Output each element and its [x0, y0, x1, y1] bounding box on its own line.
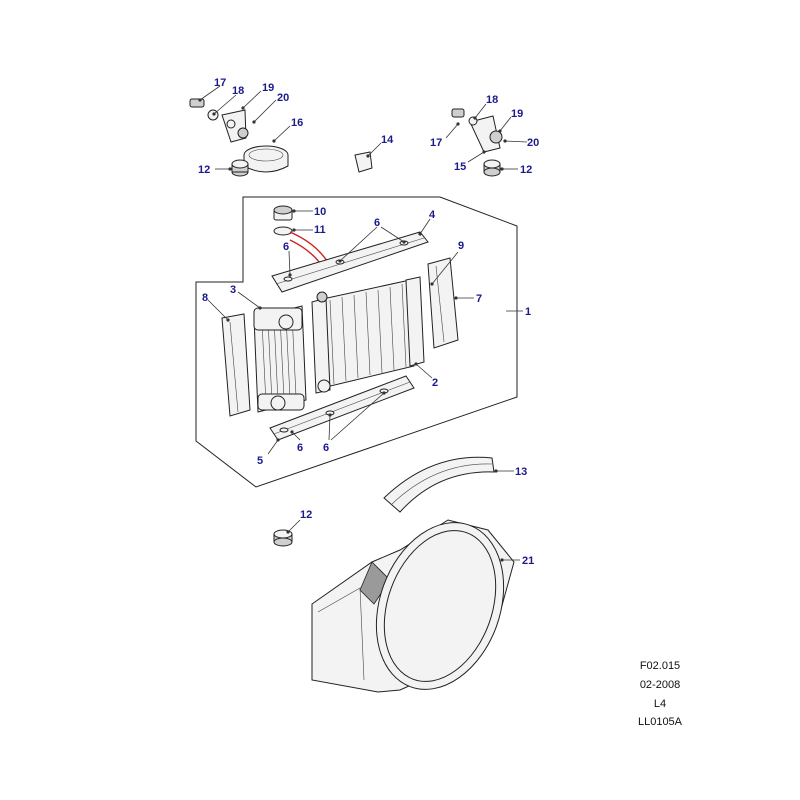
shroud-lower-ring — [383, 456, 495, 513]
radiator-core — [311, 276, 425, 394]
callout-2: 2 — [432, 377, 438, 389]
callout-17-left: 17 — [214, 77, 226, 89]
top-rail — [271, 231, 429, 293]
callout-6-upper-left: 6 — [283, 241, 289, 253]
rail-hole — [279, 427, 289, 433]
grommet-top-right — [483, 159, 501, 177]
callout-6-lower-left: 6 — [297, 442, 303, 454]
callout-15: 15 — [454, 161, 466, 173]
callout-19-right: 19 — [511, 108, 523, 120]
fan-cowl — [311, 519, 515, 693]
drawing-code: LL0105A — [637, 716, 683, 728]
callout-3: 3 — [230, 284, 236, 296]
callout-18-right: 18 — [486, 94, 498, 106]
callout-10: 10 — [314, 206, 326, 218]
callout-12-top-left: 12 — [198, 164, 210, 176]
callout-5: 5 — [257, 455, 263, 467]
drawing-date: 02-2008 — [639, 679, 681, 691]
callout-12-lower: 12 — [300, 509, 312, 521]
callout-9: 9 — [458, 240, 464, 252]
callout-1: 1 — [525, 306, 531, 318]
callout-17-right: 17 — [430, 137, 442, 149]
callout-4: 4 — [429, 209, 436, 221]
callout-11: 11 — [314, 224, 326, 236]
figure-number: F02.015 — [639, 660, 681, 672]
callout-12-top-right: 12 — [520, 164, 532, 176]
callout-8: 8 — [202, 292, 208, 304]
callout-14: 14 — [381, 134, 394, 146]
rail-hole — [283, 276, 293, 282]
side-seal-left — [221, 313, 251, 417]
model-code: L4 — [653, 698, 667, 710]
side-seal-right — [427, 257, 459, 349]
callout-20-right: 20 — [527, 137, 539, 149]
callout-13: 13 — [515, 466, 527, 478]
callout-18-left: 18 — [232, 85, 244, 97]
assembly-outline — [195, 196, 518, 488]
callout-19-left: 19 — [262, 82, 274, 94]
callout-7: 7 — [476, 293, 482, 305]
seal-ring — [273, 226, 293, 236]
filler-cap — [273, 205, 293, 221]
callout-6-lower: 6 — [323, 442, 329, 454]
grommet-top-left — [231, 159, 249, 177]
intercooler — [253, 305, 307, 413]
callout-16: 16 — [291, 117, 303, 129]
callout-20-left: 20 — [277, 92, 289, 104]
callout-21: 21 — [522, 555, 534, 567]
callout-6-top: 6 — [374, 217, 380, 229]
